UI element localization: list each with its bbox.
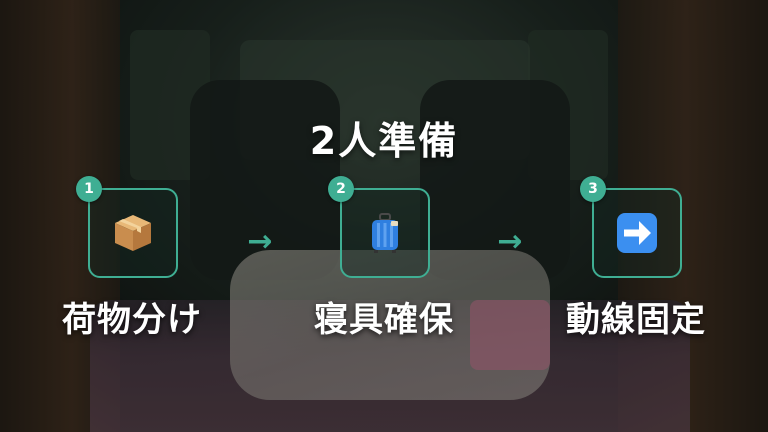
step-3-box [592,188,682,278]
arrow-icon: → [497,224,523,259]
step-3-label: 動線固定 [566,300,706,340]
suitcase-icon [372,213,398,253]
right-arrow-icon [617,213,657,253]
step-2: 2 [328,176,430,278]
step-1-number: 1 [76,176,102,202]
step-2-box [340,188,430,278]
step-2-number: 2 [328,176,354,202]
step-2-label: 寝具確保 [314,300,454,340]
step-1-label: 荷物分け [62,300,202,340]
step-3-number: 3 [580,176,606,202]
package-icon [115,215,151,251]
slide-title: 2人準備 [309,119,459,163]
arrow-icon: → [247,224,273,259]
step-1: 1 [76,176,178,278]
step-3: 3 [580,176,682,278]
step-1-box [88,188,178,278]
